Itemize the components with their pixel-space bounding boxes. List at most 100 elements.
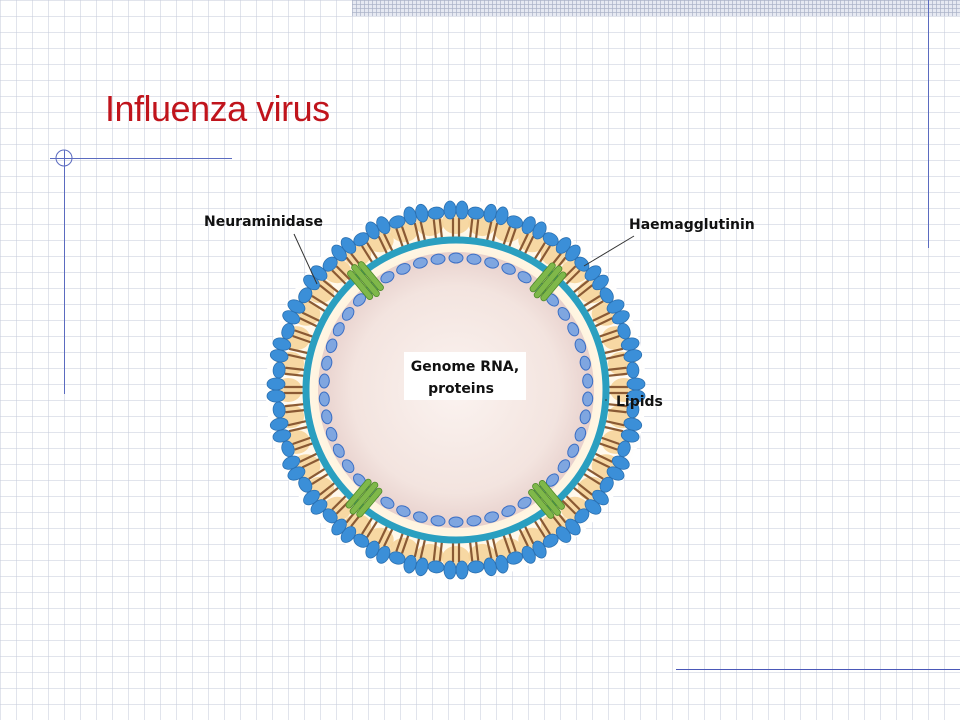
matrix-bead-group [557, 459, 571, 474]
lipids-label: Lipids [616, 394, 663, 410]
spike [608, 377, 646, 403]
spike-stalk [318, 481, 336, 496]
spike [560, 494, 590, 524]
matrix-bead-group [325, 338, 338, 354]
spike [365, 525, 394, 564]
spike [572, 265, 609, 299]
spike-stalk [400, 226, 410, 246]
spike-stalk [438, 541, 444, 562]
spike-stalk [361, 245, 374, 264]
spike-stalk [361, 516, 374, 535]
m2-subunit [345, 478, 372, 509]
spike [443, 542, 469, 580]
spike-stalk [335, 265, 352, 282]
haemagglutinin-label: Haemagglutinin [629, 217, 755, 233]
spike-stalk [607, 372, 628, 378]
spike-stalk [468, 218, 474, 239]
hemagglutinin-head [584, 499, 602, 515]
spike [502, 532, 523, 565]
spike-stalk [598, 441, 618, 451]
decorative-vertical-line-left [64, 150, 65, 394]
spike-stalk [299, 317, 319, 328]
hemagglutinin-head [272, 337, 292, 351]
m2-subunit [533, 265, 563, 299]
spike-stalk [292, 334, 312, 344]
m2-subunit [528, 489, 555, 519]
matrix-bead-group [484, 257, 499, 269]
matrix-bead [582, 373, 594, 389]
hemagglutinin-head [521, 545, 536, 564]
matrix-bead [332, 443, 345, 458]
m2-protein [345, 478, 383, 518]
hemagglutinin-head [443, 560, 457, 580]
matrix-bead-group [567, 322, 580, 337]
m2-subunit [532, 482, 561, 516]
matrix-bead [448, 516, 464, 528]
matrix-bead-group [517, 496, 532, 509]
spike-stalk [419, 538, 427, 559]
spike-stalk [288, 425, 309, 433]
matrix-bead-group [448, 252, 464, 264]
spike-stalk [604, 419, 625, 427]
matrix-bead [517, 271, 532, 284]
m2-ion-channels [345, 261, 567, 519]
spike-stalk [576, 481, 594, 496]
spike-stalk [308, 300, 327, 313]
spike-stalk [438, 218, 444, 239]
spike [389, 532, 410, 565]
spike-stalk [294, 441, 314, 451]
spike-stalk [572, 486, 590, 501]
spike-stalk [301, 457, 321, 469]
hemagglutinin-head [623, 349, 643, 363]
matrix-bead-group [466, 515, 482, 527]
hemagglutinin-head [626, 389, 646, 403]
matrix-bead [466, 253, 482, 265]
m2-protein [529, 262, 567, 302]
spike-stalk [518, 233, 529, 253]
spike [518, 525, 547, 564]
matrix-bead-group [430, 515, 446, 527]
spike-stalk [593, 317, 613, 328]
hemagglutinin-head [287, 299, 306, 314]
hemagglutinin-head [266, 389, 286, 403]
spike-stalk [518, 527, 529, 547]
spike-stalk [432, 219, 438, 240]
matrix-bead-group [579, 355, 591, 371]
spike [298, 467, 330, 493]
matrix-bead [579, 409, 591, 425]
matrix-bead-group [413, 257, 428, 269]
decorative-vertical-line-right [928, 0, 929, 248]
spike-stalk [603, 425, 624, 433]
matrix-bead [341, 459, 355, 474]
matrix-bead [318, 391, 330, 407]
matrix-bead-group [321, 409, 333, 425]
spike-stalk [308, 467, 327, 480]
matrix-bead [430, 515, 446, 527]
matrix-bead [517, 496, 532, 509]
matrix-bead-group [318, 373, 330, 389]
spike [598, 323, 631, 344]
spike [467, 206, 485, 240]
hemagglutinin-head [282, 455, 301, 470]
spike-stalk [598, 329, 618, 339]
m2-subunit [538, 480, 565, 510]
matrix-bead-group [574, 426, 587, 442]
spike-stalk [284, 402, 305, 408]
matrix-bead [413, 511, 428, 523]
spike-stalk [383, 233, 394, 253]
spike [603, 337, 643, 363]
m2-subunit [349, 481, 379, 515]
spike-stalk [301, 311, 321, 323]
matrix-bead [567, 443, 580, 458]
matrix-bead-group [332, 443, 345, 458]
spike-stalk [311, 472, 330, 485]
decorative-horizontal-line-bottom [676, 669, 960, 670]
matrix-bead-group [582, 373, 594, 389]
spike-stalk [523, 525, 535, 545]
spike-stalk [502, 226, 512, 246]
matrix-bead-group [341, 306, 355, 321]
spike-stalk [606, 366, 627, 372]
spike-stalk [564, 269, 581, 286]
hemagglutinin-head [620, 429, 640, 443]
matrix-bead [325, 426, 338, 442]
